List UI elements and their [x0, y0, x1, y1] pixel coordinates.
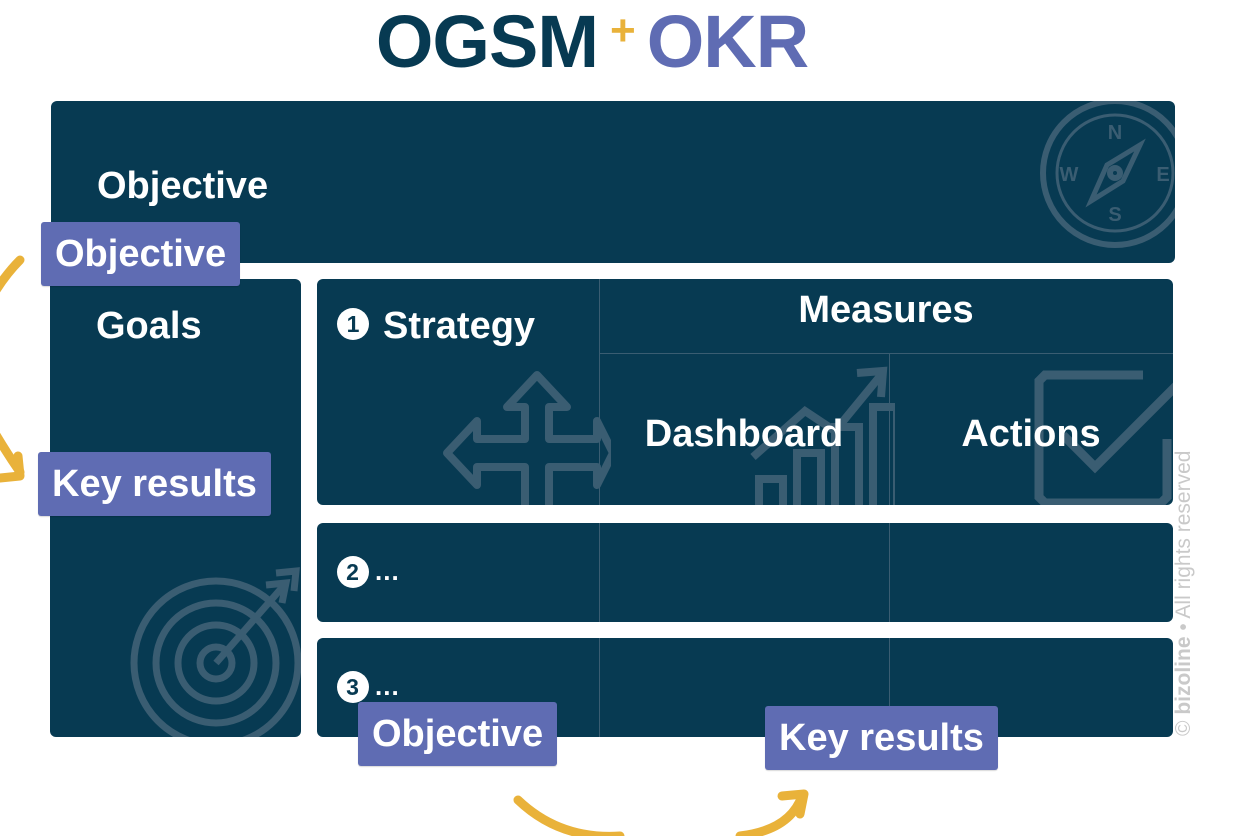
checkbox-icon [1034, 370, 1173, 505]
bottom-cycle-arrowhead [777, 789, 809, 819]
row-2-label: 2... [337, 556, 400, 588]
strategy-label: 1 Strategy [337, 305, 535, 348]
title-plus: + [609, 6, 636, 55]
left-cycle-arrow-top [0, 255, 25, 293]
step-number-3: 3 [337, 671, 369, 703]
svg-text:W: W [1060, 164, 1079, 186]
title-okr: OKR [646, 0, 809, 83]
copyright-notice: © bizoline • All rights reserved [1172, 436, 1196, 736]
brand-name: bizoline [1172, 636, 1195, 715]
target-icon [130, 567, 301, 737]
svg-text:S: S [1108, 204, 1121, 226]
goals-label: Goals [96, 305, 202, 347]
step-number-2: 2 [337, 556, 369, 588]
objective-label: Objective [97, 165, 269, 207]
left-cycle-arrowhead [0, 451, 25, 483]
copyright-separator: • [1172, 623, 1195, 631]
okr-key-results-badge-bottom: Key results [765, 706, 998, 770]
rights-text: All rights reserved [1172, 450, 1195, 619]
strategy-text: Strategy [383, 305, 536, 347]
step-number-1: 1 [337, 308, 369, 340]
crossroad-arrows-icon [443, 371, 611, 505]
growth-chart-icon [750, 366, 895, 505]
strategy-panel: 1 Strategy Measures Dashboard Actions [317, 279, 1173, 505]
row-3-dots: ... [375, 671, 400, 701]
actions-label: Actions [961, 413, 1101, 455]
page-title: OGSM+OKR [0, 0, 1184, 87]
title-ogsm: OGSM [375, 0, 599, 83]
compass-icon: N S W E [1040, 101, 1175, 248]
row-3-label: 3... [337, 671, 400, 703]
bottom-cycle-arrow [513, 791, 807, 836]
dashboard-label: Dashboard [644, 413, 844, 455]
okr-objective-badge-top: Objective [41, 222, 241, 286]
row-2-dots: ... [375, 556, 400, 586]
svg-text:N: N [1108, 122, 1122, 144]
okr-objective-badge-bottom: Objective [358, 702, 558, 766]
measures-label: Measures [798, 289, 974, 331]
strategy-row-2: 2... [317, 523, 1173, 622]
copyright-symbol: © [1172, 720, 1195, 736]
svg-text:E: E [1156, 164, 1169, 186]
okr-key-results-badge-left: Key results [38, 452, 271, 516]
